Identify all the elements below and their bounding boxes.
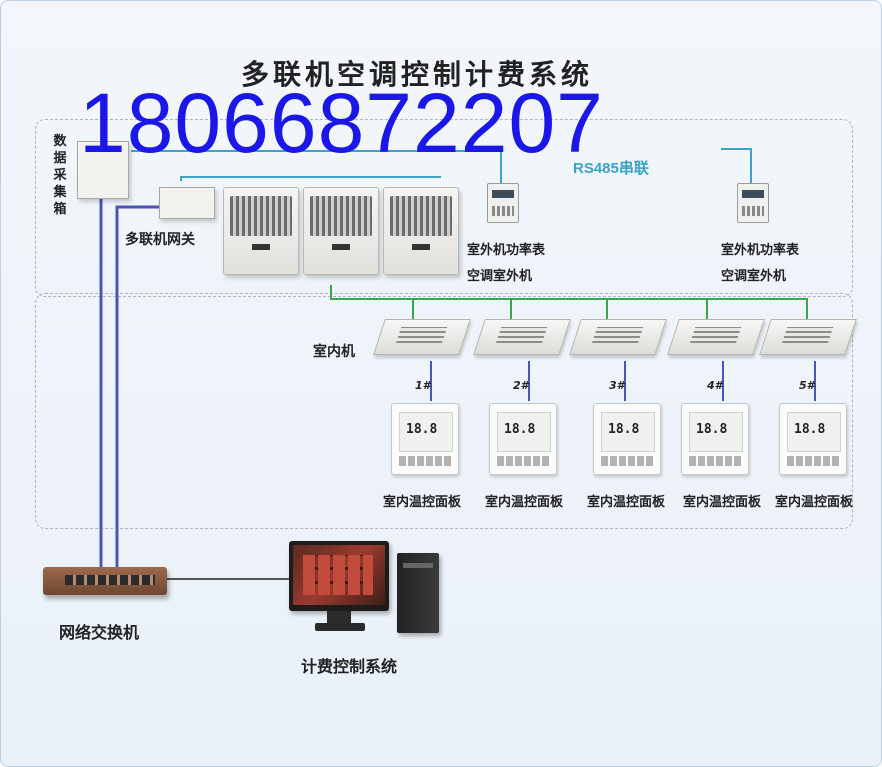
data-collector-label: 数据采集箱 (53, 134, 67, 217)
outdoor-unit-icon (303, 187, 379, 275)
thermostat-icon: 18.8 (593, 403, 661, 475)
power-meter-icon (737, 183, 769, 223)
gateway-label: 多联机网关 (125, 232, 195, 248)
panel-label: 室内温控面板 (775, 495, 854, 510)
refrigerant-line (330, 285, 808, 319)
thermostat-display: 18.8 (504, 422, 536, 437)
indoor-unit-number: 3# (609, 379, 625, 392)
indoor-cassette-icon (373, 319, 471, 355)
pc-tower-icon (397, 553, 439, 633)
thermostat-icon: 18.8 (681, 403, 749, 475)
indoor-unit-number: 2# (513, 379, 529, 392)
indoor-cassette-icon (667, 319, 765, 355)
indoor-unit-number: 1# (415, 379, 431, 392)
monitor-stand (327, 611, 351, 625)
indoor-unit-number: 5# (799, 379, 815, 392)
billing-system-label: 计费控制系统 (301, 657, 398, 676)
indoor-unit-label: 室内机 (313, 344, 355, 360)
thermostat-icon: 18.8 (391, 403, 459, 475)
indoor-cassette-icon (569, 319, 667, 355)
thermostat-icon: 18.8 (779, 403, 847, 475)
panel-label: 室内温控面板 (587, 495, 666, 510)
indoor-cassette-icon (759, 319, 857, 355)
meter-label-2: 室外机功率表 (721, 243, 800, 258)
indoor-region (35, 293, 853, 529)
thermostat-display: 18.8 (608, 422, 640, 437)
outdoor-unit-icon (223, 187, 299, 275)
outdoor-unit-label-1: 空调室外机 (467, 269, 533, 284)
network-line-gateway (115, 205, 161, 567)
diagram-title: 多联机空调控制计费系统 (241, 58, 594, 91)
thermostat-icon: 18.8 (489, 403, 557, 475)
thermostat-display: 18.8 (794, 422, 826, 437)
outdoor-region (35, 119, 853, 297)
indoor-cassette-icon (473, 319, 571, 355)
rs485-odu-line (180, 176, 441, 181)
rs485-line-2 (721, 148, 752, 183)
thermostat-display: 18.8 (696, 422, 728, 437)
meter-label-1: 室外机功率表 (467, 243, 546, 258)
thermostat-display: 18.8 (406, 422, 438, 437)
network-switch-icon (43, 567, 167, 595)
rs485-line (131, 150, 502, 183)
outdoor-unit-label-2: 空调室外机 (721, 269, 787, 284)
panel-label: 室内温控面板 (485, 495, 564, 510)
indoor-unit-number: 4# (707, 379, 723, 392)
computer-icon (289, 541, 389, 611)
monitor-base (315, 623, 365, 631)
collector-box-icon (77, 141, 129, 199)
rs485-label: RS485串联 (573, 160, 649, 177)
gateway-icon (159, 187, 215, 219)
phone-number: 18066872207 (79, 76, 604, 170)
panel-label: 室内温控面板 (383, 495, 462, 510)
power-meter-icon (487, 183, 519, 223)
network-switch-label: 网络交换机 (59, 623, 140, 642)
outdoor-unit-icon (383, 187, 459, 275)
panel-label: 室内温控面板 (683, 495, 762, 510)
